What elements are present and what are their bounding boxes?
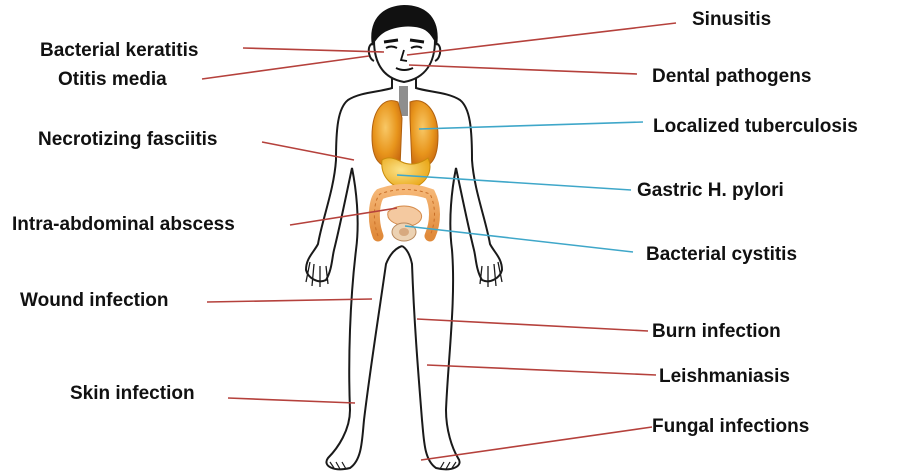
right-eye [411,47,422,49]
leader-gastric-h-pylori [397,175,631,190]
label-sinusitis: Sinusitis [692,9,771,31]
hair [371,5,437,46]
leader-bacterial-cystitis [405,226,633,252]
label-wound-infection: Wound infection [20,290,168,312]
leader-otitis-media [202,56,369,79]
leader-lines [202,23,676,460]
label-necrotizing-fasciitis: Necrotizing fasciitis [38,129,218,151]
leader-necrotizing-fasciitis [262,142,354,160]
label-intra-abdominal-abscess: Intra-abdominal abscess [12,214,235,236]
leader-wound-infection [207,299,372,302]
leader-bacterial-keratitis [243,48,384,52]
label-burn-infection: Burn infection [652,321,781,343]
organs [372,86,438,241]
right-lung [410,101,438,169]
label-leishmaniasis: Leishmaniasis [659,366,790,388]
nose [401,50,407,61]
label-skin-infection: Skin infection [70,383,195,405]
label-bacterial-cystitis: Bacterial cystitis [646,244,797,266]
label-gastric-h-pylori: Gastric H. pylori [637,180,784,202]
leader-localized-tuberculosis [419,122,643,129]
label-bacterial-keratitis: Bacterial keratitis [40,40,198,62]
label-localized-tuberculosis: Localized tuberculosis [653,116,858,138]
leader-leishmaniasis [427,365,656,375]
left-eye [386,47,397,49]
leader-skin-infection [228,398,355,403]
label-dental-pathogens: Dental pathogens [652,66,811,88]
label-otitis-media: Otitis media [58,69,167,91]
leader-dental-pathogens [409,65,637,74]
stomach [382,158,430,188]
label-fungal-infections: Fungal infections [652,416,809,438]
right-ear [435,44,440,61]
mouth [396,68,413,70]
leader-sinusitis [407,23,676,55]
leader-fungal-infections [421,427,652,460]
